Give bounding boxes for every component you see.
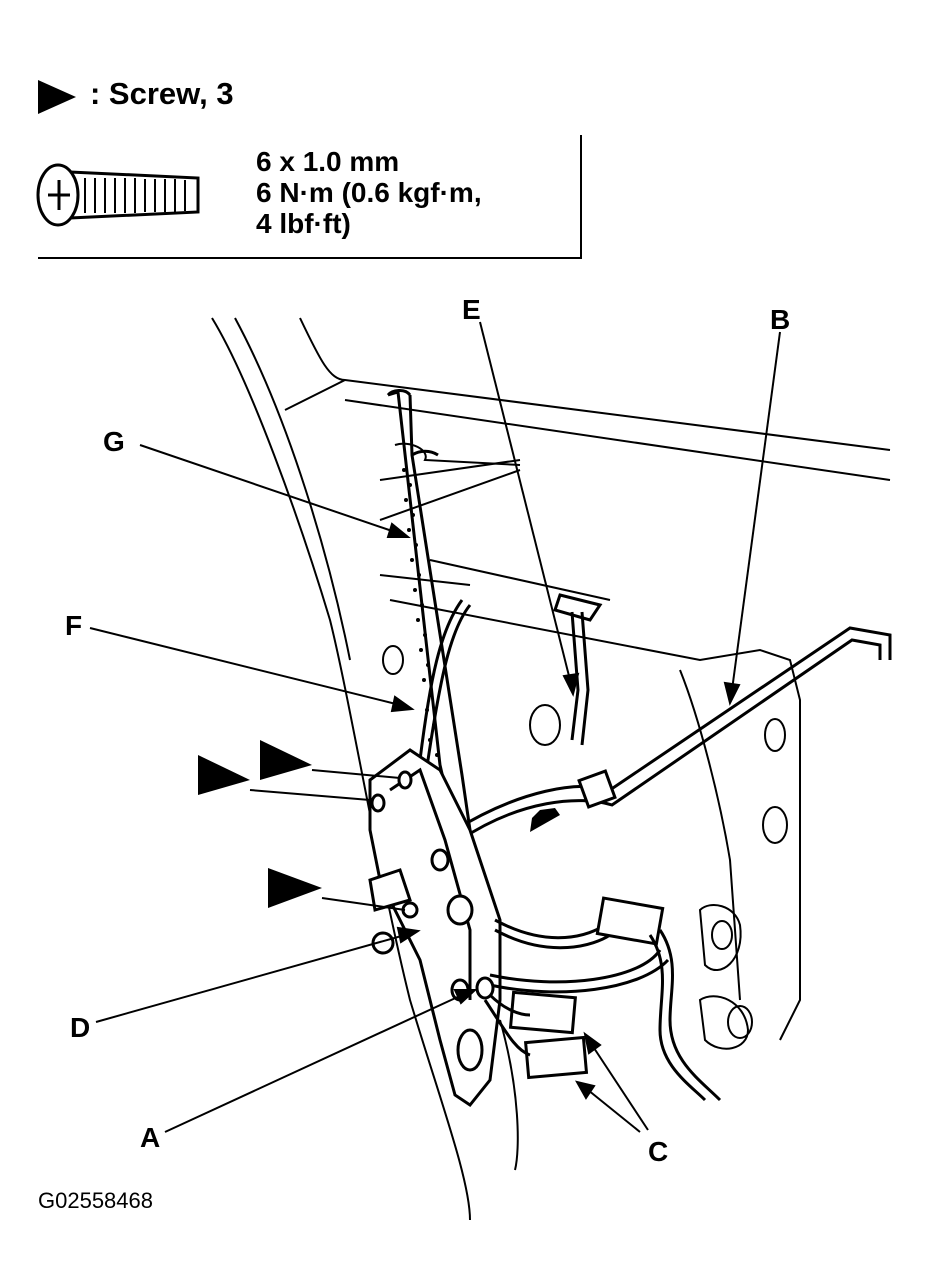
latch-assembly xyxy=(368,748,502,1108)
screw-torque: 6 N·m (0.6 kgf·m, xyxy=(256,177,482,208)
wiring-harness xyxy=(475,896,722,1102)
screw-leader-line xyxy=(249,789,371,801)
callout-b: B xyxy=(770,304,791,335)
callout-g: G xyxy=(103,426,125,457)
rod-e xyxy=(553,593,603,746)
cable-f xyxy=(418,599,472,801)
leader-lines xyxy=(89,321,781,1133)
figure-id: G02558468 xyxy=(38,1188,153,1213)
screw-spec-box: 6 x 1.0 mm 6 N·m (0.6 kgf·m, 4 lbf·ft) xyxy=(38,135,582,259)
screw-indicator-triangle-icon xyxy=(260,740,312,780)
screw-indicator-triangle-icon xyxy=(268,868,322,908)
rod-b xyxy=(454,626,892,842)
callout-c: C xyxy=(648,1136,669,1167)
screw-legend-title: : Screw, 3 xyxy=(90,76,234,111)
screw-leader-line xyxy=(311,769,401,779)
legend-triangle-icon xyxy=(38,80,76,114)
screw-torque-imperial: 4 lbf·ft) xyxy=(256,208,351,239)
clip-g xyxy=(394,442,521,466)
screw-size: 6 x 1.0 mm xyxy=(256,146,400,177)
flat-head-screw-icon xyxy=(36,163,200,227)
callout-d: D xyxy=(70,1012,91,1043)
screw-indicator-triangle-icon xyxy=(198,755,250,795)
callout-e: E xyxy=(462,294,481,325)
callout-a: A xyxy=(140,1122,161,1153)
callout-f: F xyxy=(65,610,83,641)
door-panel-outline xyxy=(211,317,891,1221)
direction-arrow-icon xyxy=(530,808,560,832)
screw-leader-line xyxy=(321,897,406,911)
